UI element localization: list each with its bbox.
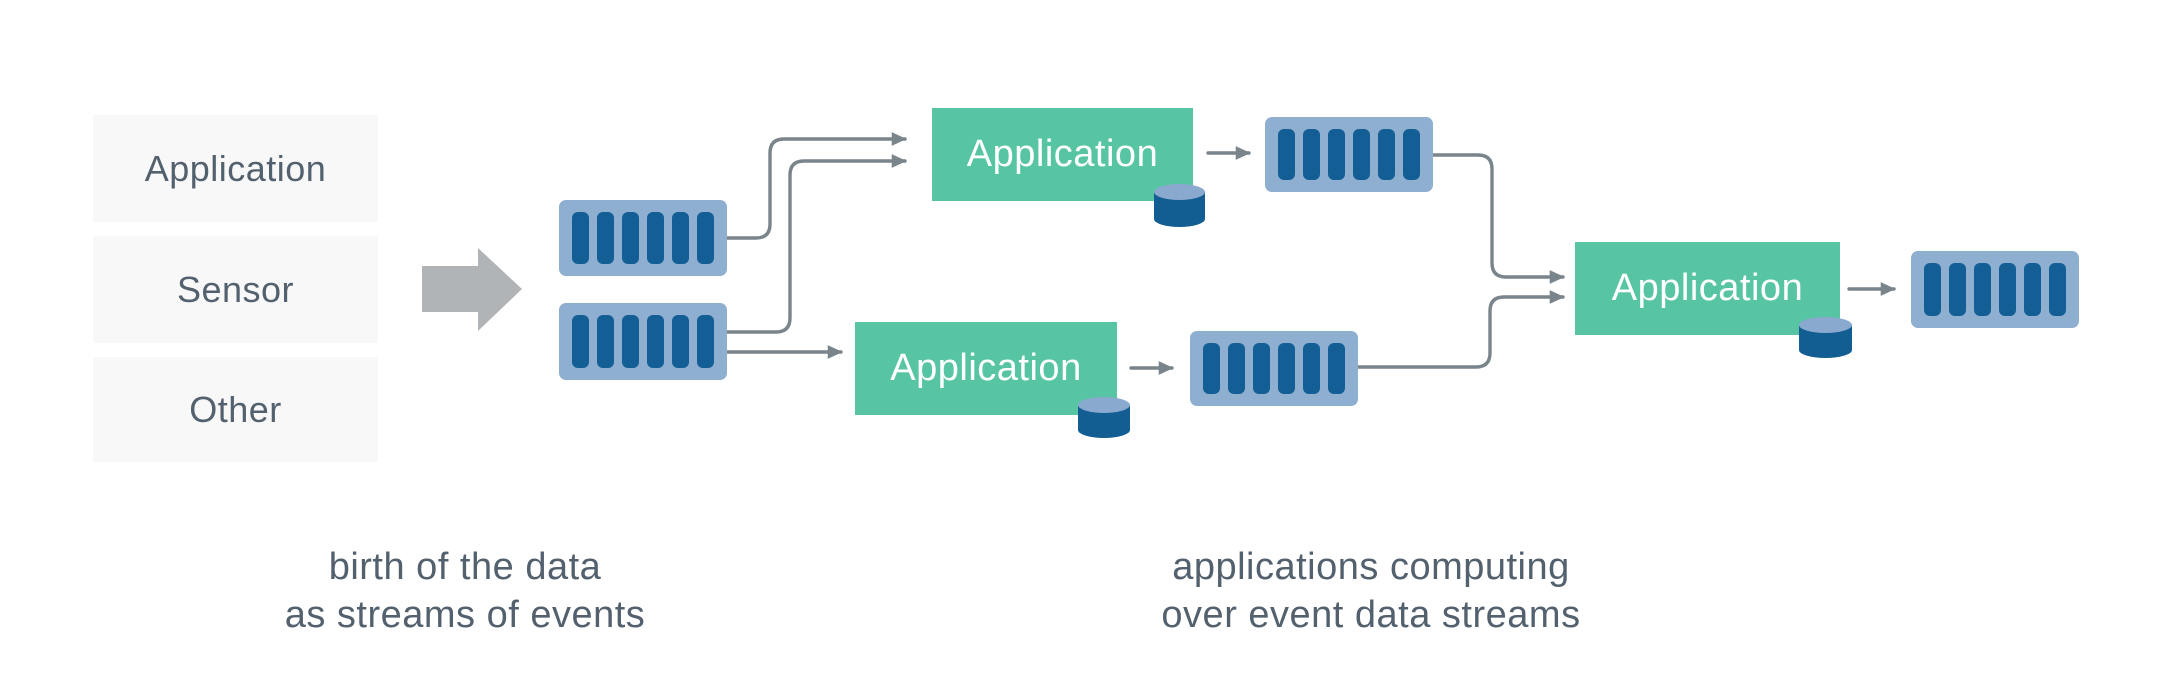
stream-bar [697, 315, 714, 368]
stream-bar [1949, 263, 1966, 316]
stream-bar [597, 212, 614, 264]
stream-bar [1278, 343, 1295, 394]
source-label: Application [144, 147, 327, 189]
caption-line: as streams of events [284, 594, 646, 636]
stream-bar [597, 315, 614, 368]
stream-bar [1203, 343, 1220, 394]
caption-line: birth of the data [328, 546, 602, 588]
stream-bar [1403, 129, 1420, 180]
stream-bar [2049, 263, 2066, 316]
stream-icon [1265, 117, 1433, 192]
source-box-application: Application [93, 115, 378, 222]
stream-bar [647, 212, 664, 264]
caption-line: over event data streams [1161, 594, 1581, 636]
stream-bar [1999, 263, 2016, 316]
application-box-2: Application [855, 322, 1117, 415]
application-label: Application [890, 347, 1082, 389]
stream-bar [1378, 129, 1395, 180]
application-box-3: Application [1575, 242, 1840, 335]
stream-icon [1911, 251, 2079, 328]
application-label: Application [966, 133, 1159, 175]
database-cylinder-icon [1799, 317, 1852, 358]
stream-bar [1353, 129, 1370, 180]
stream-bar [1328, 129, 1345, 180]
stream-bar [1228, 343, 1245, 394]
caption-birth-of-data: birth of the data as streams of events [155, 543, 775, 639]
stream-bar [622, 315, 639, 368]
stream-icon [559, 303, 727, 380]
stream-bar [1328, 343, 1345, 394]
stream-bar [697, 212, 714, 264]
database-cylinder-icon [1154, 184, 1205, 227]
connector-streamA-to-app1 [725, 132, 907, 240]
stream-bar [2024, 263, 2041, 316]
stream-bar [647, 315, 664, 368]
stream-bar [1253, 343, 1270, 394]
source-box-other: Other [93, 357, 378, 462]
stream-bar [1278, 129, 1295, 180]
caption-applications-computing: applications computing over event data s… [1061, 543, 1681, 639]
caption-line: applications computing [1172, 546, 1570, 588]
stream-bar [1303, 129, 1320, 180]
stream-bar [672, 212, 689, 264]
source-box-sensor: Sensor [93, 236, 378, 343]
stream-bar [1924, 263, 1941, 316]
stream-bar [622, 212, 639, 264]
connector-streamD-to-app3 [1356, 290, 1565, 369]
connector-streamB-to-app1 [725, 154, 907, 334]
connector-streamC-to-app3 [1431, 153, 1565, 284]
stream-bar [572, 212, 589, 264]
application-box-1: Application [932, 108, 1193, 201]
stream-icon [559, 200, 727, 276]
application-label: Application [1611, 267, 1804, 309]
stream-icon [1190, 331, 1358, 406]
stream-bar [1974, 263, 1991, 316]
stream-bar [1303, 343, 1320, 394]
source-label: Other [189, 388, 282, 430]
stream-bar [572, 315, 589, 368]
source-label: Sensor [176, 268, 295, 310]
right-block-arrow-icon [422, 248, 522, 331]
stream-bar [672, 315, 689, 368]
database-cylinder-icon [1078, 397, 1130, 438]
